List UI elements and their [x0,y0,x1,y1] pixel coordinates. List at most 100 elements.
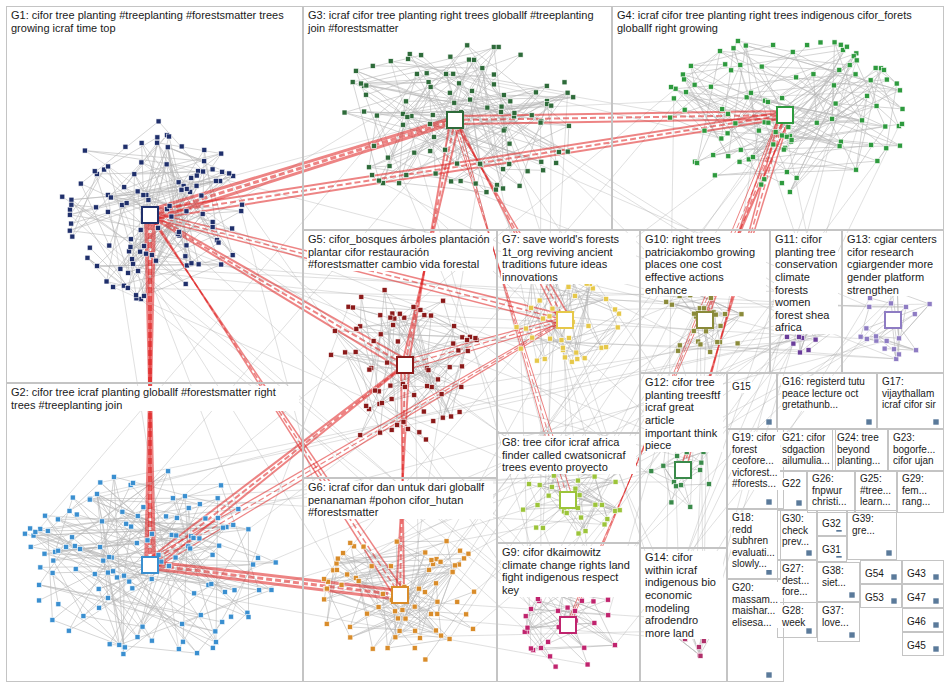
vertex-icon [128,237,133,242]
vertex-icon [586,323,591,328]
vertex-icon [176,647,181,652]
vertex-icon [441,298,446,303]
vertex-icon [33,529,38,534]
network-line [871,80,903,109]
vertex-icon [738,62,743,67]
vertex-icon [220,169,225,174]
vertex-icon [473,336,478,341]
vertex-icon [183,254,188,259]
network-line [870,298,891,303]
vertex-icon [174,515,179,520]
vertex-icon [466,57,471,62]
vertex-icon [865,93,870,98]
vertex-icon [811,72,816,77]
network-line [353,82,379,180]
network-line [461,330,812,387]
hub-icon [397,357,413,373]
vertex-icon [873,334,878,339]
vertex-icon [149,253,154,258]
vertex-icon [51,558,56,563]
vertex-icon [571,95,576,100]
vertex-icon [42,551,47,556]
vertex-icon [135,635,140,640]
vertex-icon [457,409,462,414]
vertex-icon [458,179,463,184]
vertex-icon [67,207,72,212]
vertex-icon [96,586,101,591]
vertex-icon [200,211,205,216]
vertex-icon [122,573,127,578]
network-line [100,471,168,547]
network-line [137,555,158,637]
vertex-icon [873,65,878,70]
vertex-icon [549,484,554,489]
vertex-icon [154,258,159,263]
network-line [70,170,104,231]
vertex-icon [837,67,842,72]
vertex-icon [600,502,605,507]
vertex-icon [473,181,478,186]
vertex-icon [269,587,274,592]
vertex-icon [180,621,185,626]
vertex-icon [688,504,693,509]
vertex-icon [362,109,367,114]
vertex-icon [735,39,740,44]
vertex-icon [156,225,161,230]
vertex-icon [78,181,83,186]
vertex-icon [373,388,378,393]
hub-icon [885,312,901,328]
vertex-icon [371,338,376,343]
network-line [768,74,855,122]
vertex-icon [448,54,453,59]
vertex-icon [358,433,363,438]
vertex-icon [425,384,430,389]
vertex-icon [599,345,604,350]
vertex-icon [806,348,811,353]
vertex-icon [38,565,43,570]
vertex-icon [366,165,371,170]
vertex-icon [55,517,60,522]
vertex-icon [927,302,932,307]
bundle-line [572,111,781,621]
network-line [53,561,83,617]
vertex-icon [219,262,224,267]
vertex-icon [912,312,917,317]
vertex-icon [142,244,147,249]
vertex-icon [523,326,528,331]
vertex-icon [156,119,161,124]
vertex-icon [414,71,419,76]
network-line [39,585,215,632]
vertex-icon [94,491,99,496]
vertex-icon [537,298,542,303]
vertex-icon [547,314,552,319]
vertex-icon [197,536,202,541]
hub-icon [557,312,573,328]
vertex-icon [210,552,215,557]
hub-icon [560,492,576,508]
network-line [197,101,511,185]
vertex-icon [613,479,618,484]
vertex-icon [579,515,584,520]
vertex-icon [82,148,87,153]
vertex-icon [899,121,904,126]
vertex-icon [122,645,127,650]
vertex-icon [364,403,369,408]
vertex-icon [107,555,112,560]
network-line [663,466,671,503]
vertex-icon [45,528,50,533]
network-line [356,71,568,152]
network-line [34,536,213,648]
vertex-icon [395,422,400,427]
edge-layer [25,41,930,667]
vertex-icon [220,619,225,624]
vertex-icon [478,162,483,167]
vertex-icon [566,284,571,289]
vertex-icon [213,178,218,183]
vertex-icon [538,120,543,125]
network-line [695,106,877,162]
network-line [856,74,903,109]
vertex-icon [518,346,523,351]
vertex-icon [748,90,753,95]
vertex-icon [882,67,887,72]
vertex-icon [669,500,674,505]
